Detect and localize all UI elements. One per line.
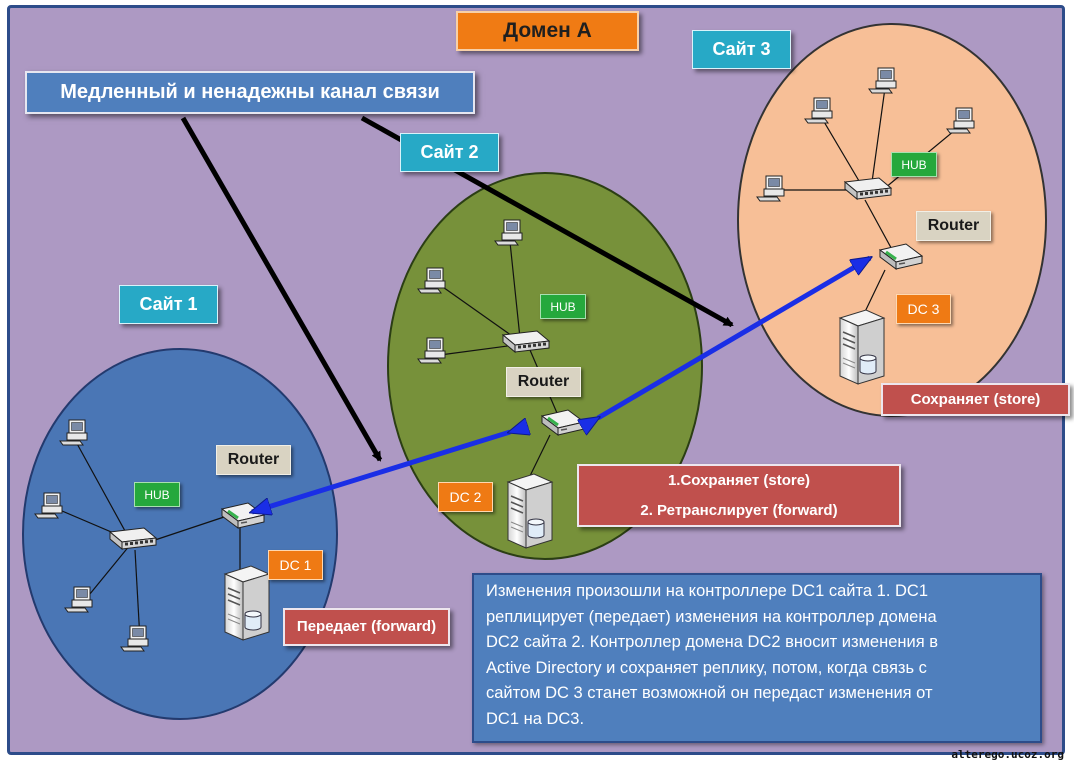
watermark: alterego.ucoz.org (951, 748, 1064, 761)
dc2-action: 1.Сохраняет (store) 2. Ретранслирует (fo… (577, 464, 901, 527)
server-icon (224, 565, 270, 641)
server-icon (839, 309, 885, 385)
site3-hub-label: HUB (891, 152, 937, 177)
description-line: сайтом DC 3 станет возможной он передаст… (486, 684, 933, 702)
dc1-label: DC 1 (268, 550, 323, 580)
site1-router-label: Router (216, 445, 291, 475)
site1-cables (54, 439, 241, 641)
dc1-action-line: Передает (forward) (296, 618, 437, 635)
site3-label: Сайт 3 (692, 30, 791, 69)
slow-link-callout: Медленный и ненадежны канал связи (25, 71, 475, 114)
site1-hub-label: HUB (134, 482, 180, 507)
description-box: Изменения произошли на контроллере DC1 с… (472, 573, 1042, 743)
dc2-action-store: 1.Сохраняет (store) (667, 471, 811, 489)
site3-router-label: Router (916, 211, 991, 241)
description-line: реплицирует (передает) изменения на конт… (486, 607, 937, 626)
description-line: DC1 на DC3. (486, 709, 585, 728)
domain-title: Домен А (456, 11, 639, 51)
dc3-action-line: Сохраняет (store) (910, 390, 1041, 408)
replication-link-site1-site2 (252, 432, 510, 512)
description-line: Изменения произошли на контроллере DC1 с… (486, 582, 929, 600)
replication-link-site2-site3 (598, 258, 870, 418)
site2-hub-label: HUB (540, 294, 586, 319)
dc3-label: DC 3 (896, 294, 951, 324)
site1-label: Сайт 1 (119, 285, 218, 324)
dc3-action: Сохраняет (store) (881, 383, 1070, 416)
site2-label: Сайт 2 (400, 133, 499, 172)
description-line: Active Directory и сохраняет реплику, по… (486, 658, 927, 677)
dc2-action-forward: 2. Ретранслирует (forward) (640, 501, 838, 519)
dc1-action: Передает (forward) (283, 608, 450, 646)
description-line: DC2 сайта 2. Контроллер домена DC2 вноси… (486, 633, 939, 651)
slow-link-pointer-site1 (180, 116, 383, 462)
site1-area (22, 348, 338, 720)
server-icon (507, 473, 553, 549)
dc2-label: DC 2 (438, 482, 493, 512)
site2-router-label: Router (506, 367, 581, 397)
